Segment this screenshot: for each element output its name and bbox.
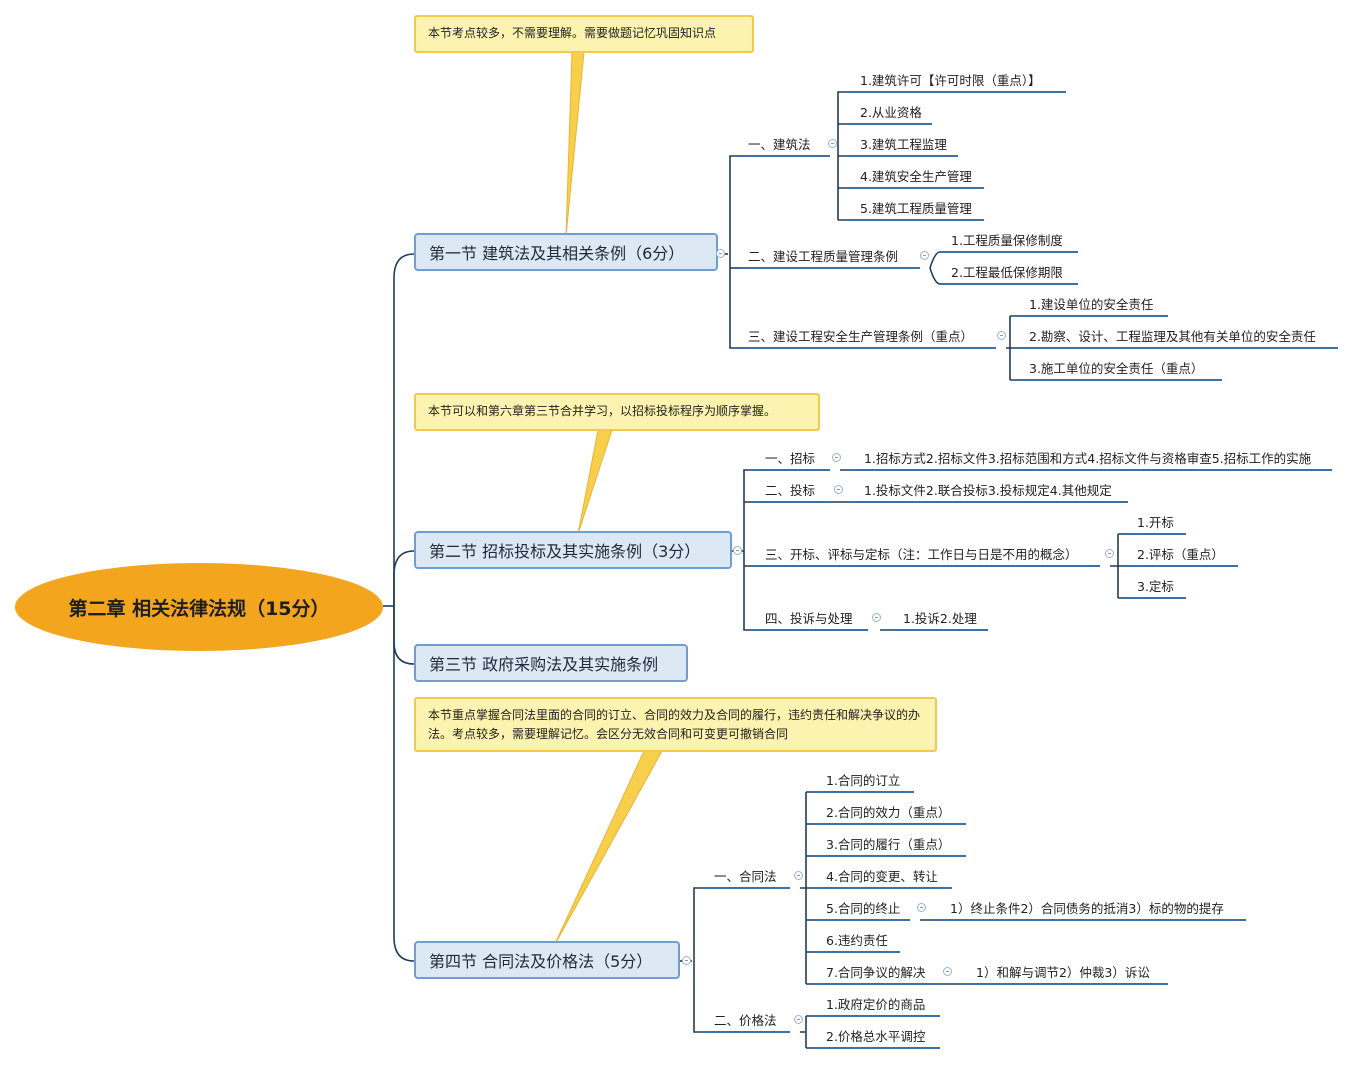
section-3-topic[interactable]: 第三节 政府采购法及其实施条例 [414, 644, 688, 682]
subtopic-item[interactable]: 2.评标（重点） [1137, 547, 1224, 562]
subtopic-item[interactable]: 1.建设单位的安全责任 [1029, 297, 1154, 312]
subtopic-item[interactable]: 1.开标 [1137, 515, 1174, 530]
subtopic-item[interactable]: 3.定标 [1137, 579, 1174, 594]
callout-note-section-1: 本节考点较多，不需要理解。需要做题记忆巩固知识点 [414, 15, 754, 53]
subtopic-item[interactable]: 1.投标文件2.联合投标3.投标规定4.其他规定 [864, 483, 1112, 498]
subtopic-item[interactable]: 1.政府定价的商品 [826, 997, 926, 1012]
collapse-toggle-icon[interactable] [733, 546, 742, 555]
subtopic-item[interactable]: 1.建筑许可【许可时限（重点）】 [860, 73, 1041, 88]
subtopic-item[interactable]: 1.合同的订立 [826, 773, 901, 788]
collapse-toggle-icon[interactable] [794, 1015, 803, 1024]
topic-construction-law[interactable]: 一、建筑法 [748, 137, 811, 152]
subtopic-item[interactable]: 5.合同的终止 [826, 901, 901, 916]
callout-note-section-2: 本节可以和第六章第三节合并学习，以招标投标程序为顺序掌握。 [414, 393, 820, 431]
subtopic-item[interactable]: 2.从业资格 [860, 105, 922, 120]
collapse-toggle-icon[interactable] [920, 251, 929, 260]
topic-quality-regulation[interactable]: 二、建设工程质量管理条例 [748, 249, 899, 264]
subtopic-item[interactable]: 1）终止条件2）合同债务的抵消3）标的物的提存 [950, 901, 1224, 916]
collapse-toggle-icon[interactable] [872, 613, 881, 622]
subtopic-item[interactable]: 1）和解与调节2）仲裁3）诉讼 [976, 965, 1150, 980]
subtopic-item[interactable]: 3.合同的履行（重点） [826, 837, 951, 852]
subtopic-item[interactable]: 4.合同的变更、转让 [826, 869, 938, 884]
subtopic-item[interactable]: 3.施工单位的安全责任（重点） [1029, 361, 1204, 376]
collapse-toggle-icon[interactable] [716, 249, 725, 258]
section-2-topic[interactable]: 第二节 招标投标及其实施条例（3分） [414, 531, 732, 569]
collapse-toggle-icon[interactable] [834, 485, 843, 494]
topic-safety-regulation[interactable]: 三、建设工程安全生产管理条例（重点） [748, 329, 974, 344]
callout-note-section-4: 本节重点掌握合同法里面的合同的订立、合同的效力及合同的履行，违约责任和解决争议的… [414, 697, 937, 752]
subtopic-item[interactable]: 1.招标方式2.招标文件3.招标范围和方式4.招标文件与资格审查5.招标工作的实… [864, 451, 1312, 466]
subtopic-item[interactable]: 2.勘察、设计、工程监理及其他有关单位的安全责任 [1029, 329, 1316, 344]
subtopic-item[interactable]: 6.违约责任 [826, 933, 888, 948]
root-topic[interactable]: 第二章 相关法律法规（15分） [15, 563, 383, 651]
subtopic-item[interactable]: 2.工程最低保修期限 [951, 265, 1063, 280]
subtopic-item[interactable]: 2.价格总水平调控 [826, 1029, 926, 1044]
collapse-toggle-icon[interactable] [828, 139, 837, 148]
collapse-toggle-icon[interactable] [832, 453, 841, 462]
section-4-topic[interactable]: 第四节 合同法及价格法（5分） [414, 941, 680, 979]
collapse-toggle-icon[interactable] [917, 903, 926, 912]
subtopic-item[interactable]: 4.建筑安全生产管理 [860, 169, 972, 184]
subtopic-item[interactable]: 7.合同争议的解决 [826, 965, 926, 980]
subtopic-item[interactable]: 1.工程质量保修制度 [951, 233, 1063, 248]
collapse-toggle-icon[interactable] [794, 871, 803, 880]
collapse-toggle-icon[interactable] [682, 956, 691, 965]
topic-tendering[interactable]: 一、招标 [765, 451, 816, 466]
topic-complaints[interactable]: 四、投诉与处理 [765, 611, 853, 626]
subtopic-item[interactable]: 2.合同的效力（重点） [826, 805, 951, 820]
subtopic-item[interactable]: 3.建筑工程监理 [860, 137, 947, 152]
topic-bidding[interactable]: 二、投标 [765, 483, 816, 498]
collapse-toggle-icon[interactable] [943, 967, 952, 976]
subtopic-item[interactable]: 1.投诉2.处理 [903, 611, 977, 626]
collapse-toggle-icon[interactable] [1105, 549, 1114, 558]
subtopic-item[interactable]: 5.建筑工程质量管理 [860, 201, 972, 216]
topic-bid-opening[interactable]: 三、开标、评标与定标（注：工作日与日是不用的概念） [765, 547, 1078, 562]
section-1-topic[interactable]: 第一节 建筑法及其相关条例（6分） [414, 233, 718, 271]
collapse-toggle-icon[interactable] [997, 331, 1006, 340]
topic-contract-law[interactable]: 一、合同法 [714, 869, 777, 884]
topic-price-law[interactable]: 二、价格法 [714, 1013, 777, 1028]
